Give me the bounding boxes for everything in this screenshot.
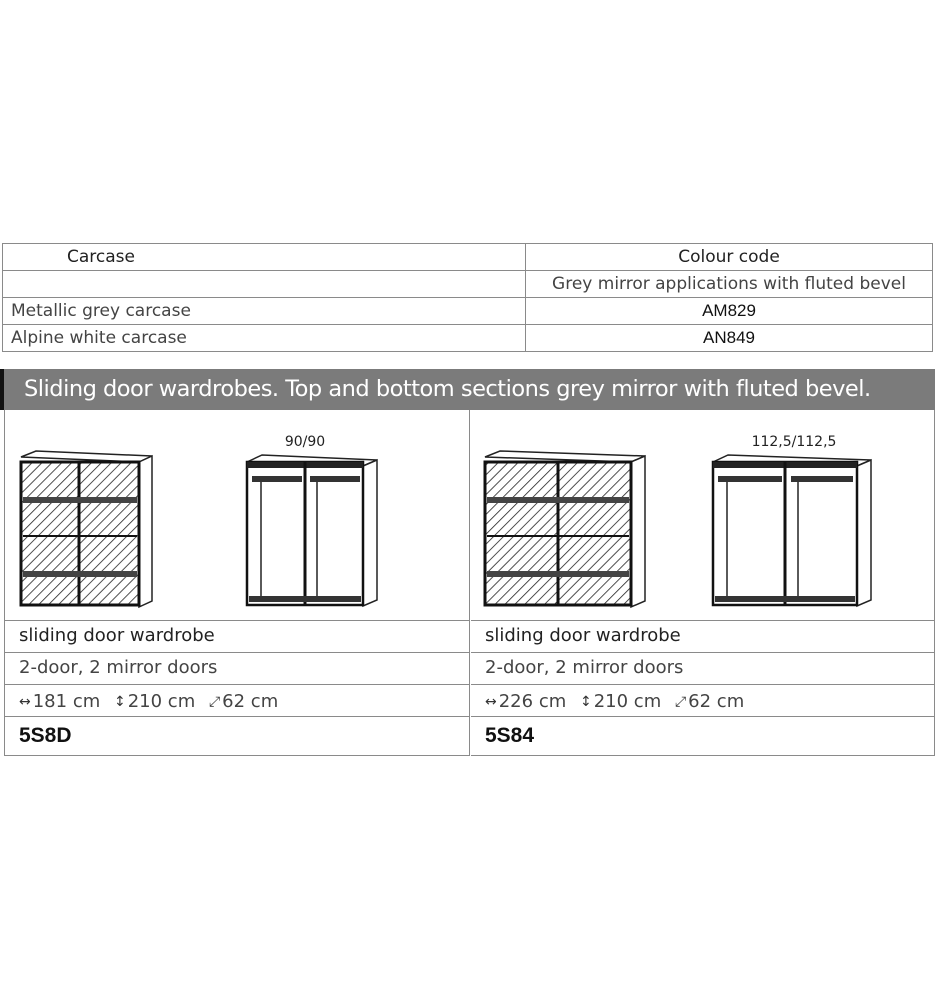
height-arrow-icon: ↕ — [113, 694, 126, 710]
height-arrow-icon: ↕ — [579, 694, 592, 710]
table-subheader-row: Grey mirror applications with fluted bev… — [2, 270, 933, 298]
product-drawings: 112,5/112,5 — [483, 434, 872, 609]
product-dimensions: ↔226 cm ↕210 cm ⤢62 cm — [471, 684, 934, 716]
height-value: 210 cm — [127, 691, 196, 712]
colour-code: AM829 — [525, 297, 933, 325]
product-card-5s84: 112,5/112,5 sliding door wardrobe 2-door… — [471, 410, 934, 756]
banner-edge — [0, 369, 4, 410]
carcase-name: Metallic grey carcase — [2, 297, 526, 325]
product-code: 5S84 — [471, 716, 934, 756]
wardrobe-exterior-drawing — [19, 450, 153, 609]
carcase-name: Alpine white carcase — [2, 324, 526, 352]
product-card-5s8d: 90/90 sliding door wardrobe 2-door, 2 mi… — [5, 410, 470, 756]
interior-caption: 112,5/112,5 — [752, 434, 837, 450]
depth-value: 62 cm — [222, 691, 279, 712]
banner-title: Sliding door wardrobes. Top and bottom s… — [24, 376, 871, 402]
product-grid: 90/90 sliding door wardrobe 2-door, 2 mi… — [4, 410, 935, 756]
colour-code-header: Colour code — [525, 243, 933, 271]
interior-caption: 90/90 — [285, 434, 325, 450]
depth-arrow-icon: ⤢ — [208, 694, 221, 710]
table-header-row: Carcase Colour code — [2, 243, 933, 271]
product-drawings: 90/90 — [19, 434, 378, 609]
product-doors: 2-door, 2 mirror doors — [471, 652, 934, 684]
wardrobe-exterior-drawing — [483, 450, 646, 609]
table-row: Metallic grey carcase AM829 — [2, 297, 933, 325]
table-row: Alpine white carcase AN849 — [2, 324, 933, 352]
product-code: 5S8D — [5, 716, 469, 756]
carcase-header: Carcase — [2, 243, 526, 271]
finish-subheader: Grey mirror applications with fluted bev… — [525, 270, 933, 298]
width-value: 226 cm — [498, 691, 567, 712]
product-doors: 2-door, 2 mirror doors — [5, 652, 469, 684]
section-banner: Sliding door wardrobes. Top and bottom s… — [0, 369, 935, 410]
depth-arrow-icon: ⤢ — [674, 694, 687, 710]
carcase-subheader — [2, 270, 526, 298]
product-type: sliding door wardrobe — [5, 620, 469, 652]
wardrobe-interior-drawing — [245, 454, 378, 608]
product-dimensions: ↔181 cm ↕210 cm ⤢62 cm — [5, 684, 469, 716]
width-arrow-icon: ↔ — [19, 694, 31, 710]
width-arrow-icon: ↔ — [485, 694, 497, 710]
product-type: sliding door wardrobe — [471, 620, 934, 652]
depth-value: 62 cm — [688, 691, 745, 712]
colour-code: AN849 — [525, 324, 933, 352]
width-value: 181 cm — [32, 691, 101, 712]
height-value: 210 cm — [593, 691, 662, 712]
wardrobe-interior-drawing — [711, 454, 872, 608]
colour-code-table: Carcase Colour code Grey mirror applicat… — [2, 243, 933, 352]
